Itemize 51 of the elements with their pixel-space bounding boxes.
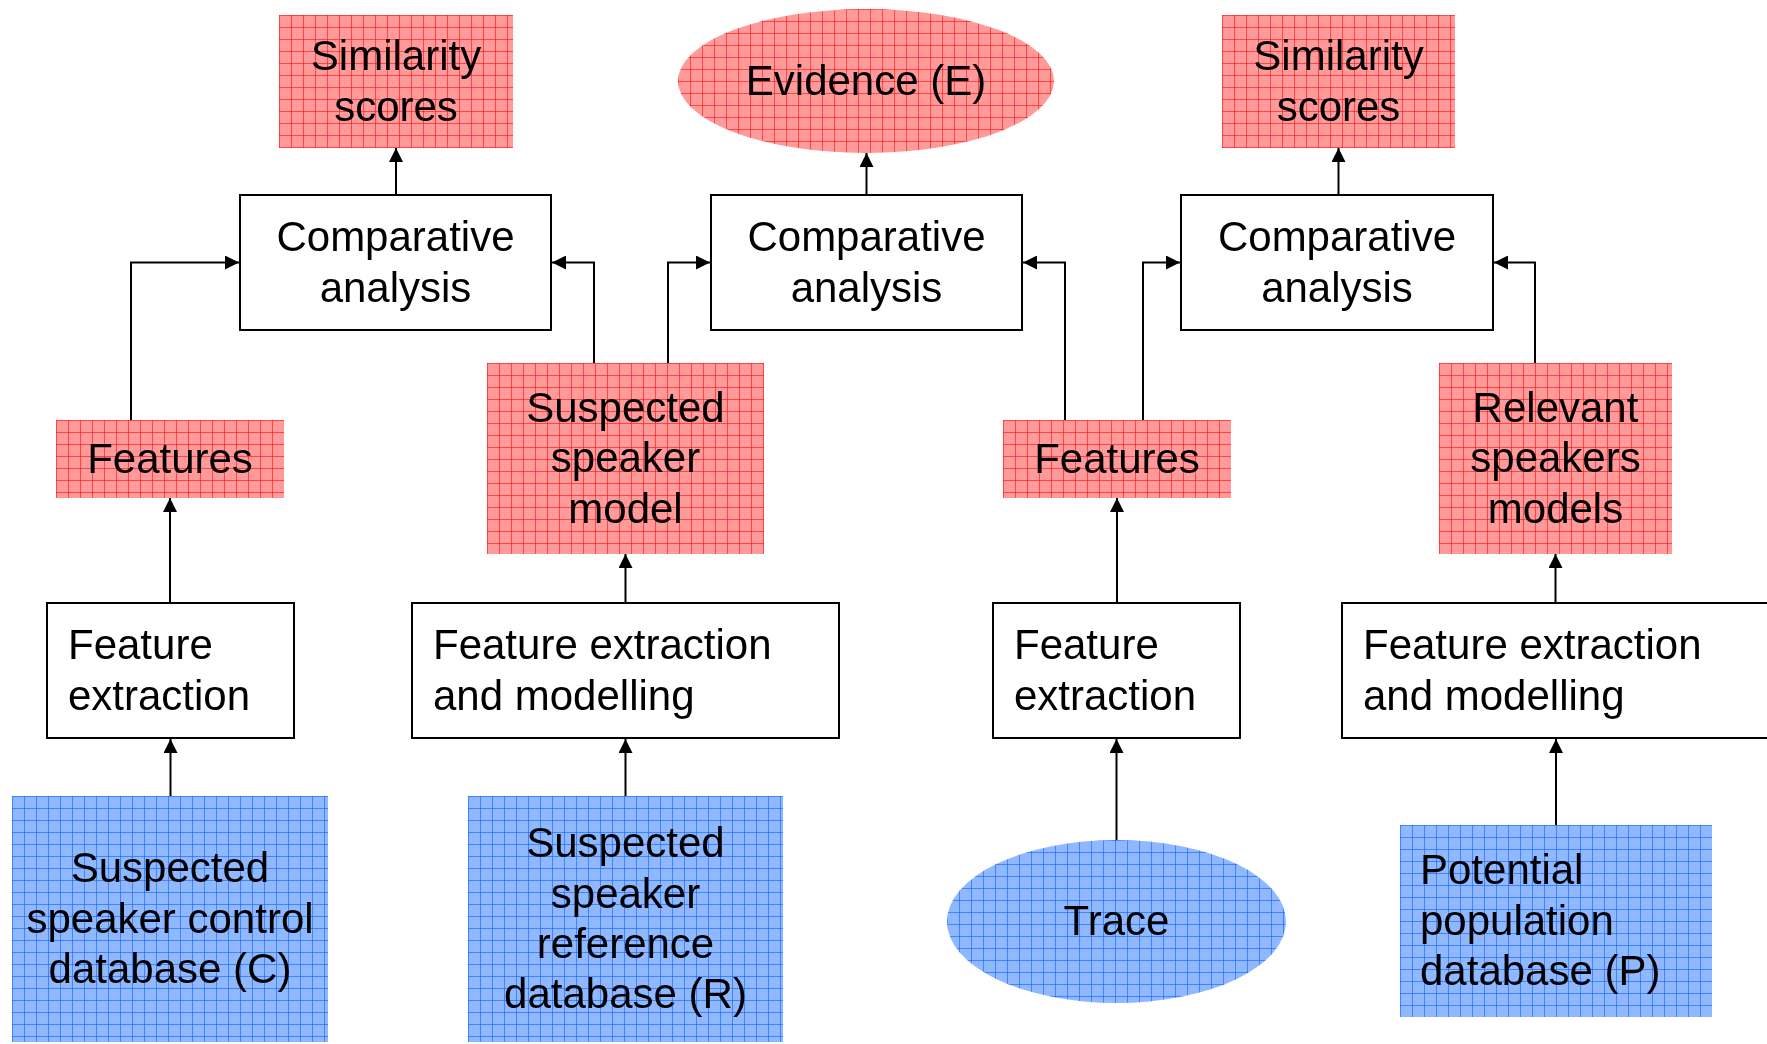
arrow (389, 147, 403, 195)
node-label: Evidence (E) (745, 55, 987, 106)
node-label: Potential population database (P) (1420, 845, 1662, 997)
process-box (992, 602, 1241, 739)
arrow (1109, 738, 1124, 841)
database-box (1400, 825, 1712, 1017)
arrow (667, 255, 711, 364)
node-label: Feature extraction (1014, 620, 1198, 721)
arrow (163, 738, 178, 797)
node-label: Comparative analysis (1216, 212, 1458, 313)
arrow (130, 255, 240, 421)
node-label: Similarity scores (1252, 31, 1425, 132)
node-label: Feature extraction and modelling (1363, 620, 1703, 721)
node-label: Trace (1063, 896, 1170, 947)
process-box (710, 194, 1023, 331)
arrow (618, 553, 633, 603)
output-box (487, 363, 764, 554)
output-box (56, 420, 284, 498)
node-label: Feature extraction (68, 620, 252, 721)
database-box (468, 796, 783, 1042)
database-box (12, 796, 328, 1042)
arrow (859, 152, 874, 195)
node-label: Feature extraction and modelling (433, 620, 773, 721)
node-label: Similarity scores (309, 31, 483, 132)
output-box (1003, 420, 1231, 498)
arrow (163, 497, 177, 603)
node-label: Suspected speaker control database (C) (25, 843, 315, 995)
arrow (1549, 738, 1563, 826)
node-label: Features (1034, 433, 1200, 484)
arrow (1331, 147, 1346, 195)
arrow (1142, 255, 1181, 421)
arrow (1548, 553, 1563, 603)
output-box (279, 15, 513, 148)
node-label: Comparative analysis (275, 212, 516, 313)
output-box (1222, 15, 1455, 148)
node-label: Suspected speaker model (525, 382, 726, 534)
process-box (239, 194, 552, 331)
process-box (46, 602, 295, 739)
output-box (1439, 363, 1672, 554)
arrow (1493, 255, 1536, 364)
node-label: Comparative analysis (746, 212, 987, 313)
arrow (618, 738, 633, 797)
node-label: Features (87, 433, 253, 484)
node-label: Suspected speaker reference database (R) (503, 818, 748, 1020)
arrow (1022, 255, 1066, 421)
process-box (1341, 602, 1767, 739)
process-box (1180, 194, 1494, 331)
node-label: Relevant speakers models (1469, 382, 1642, 534)
arrow (1110, 497, 1124, 603)
arrow (551, 255, 595, 364)
process-box (411, 602, 840, 739)
